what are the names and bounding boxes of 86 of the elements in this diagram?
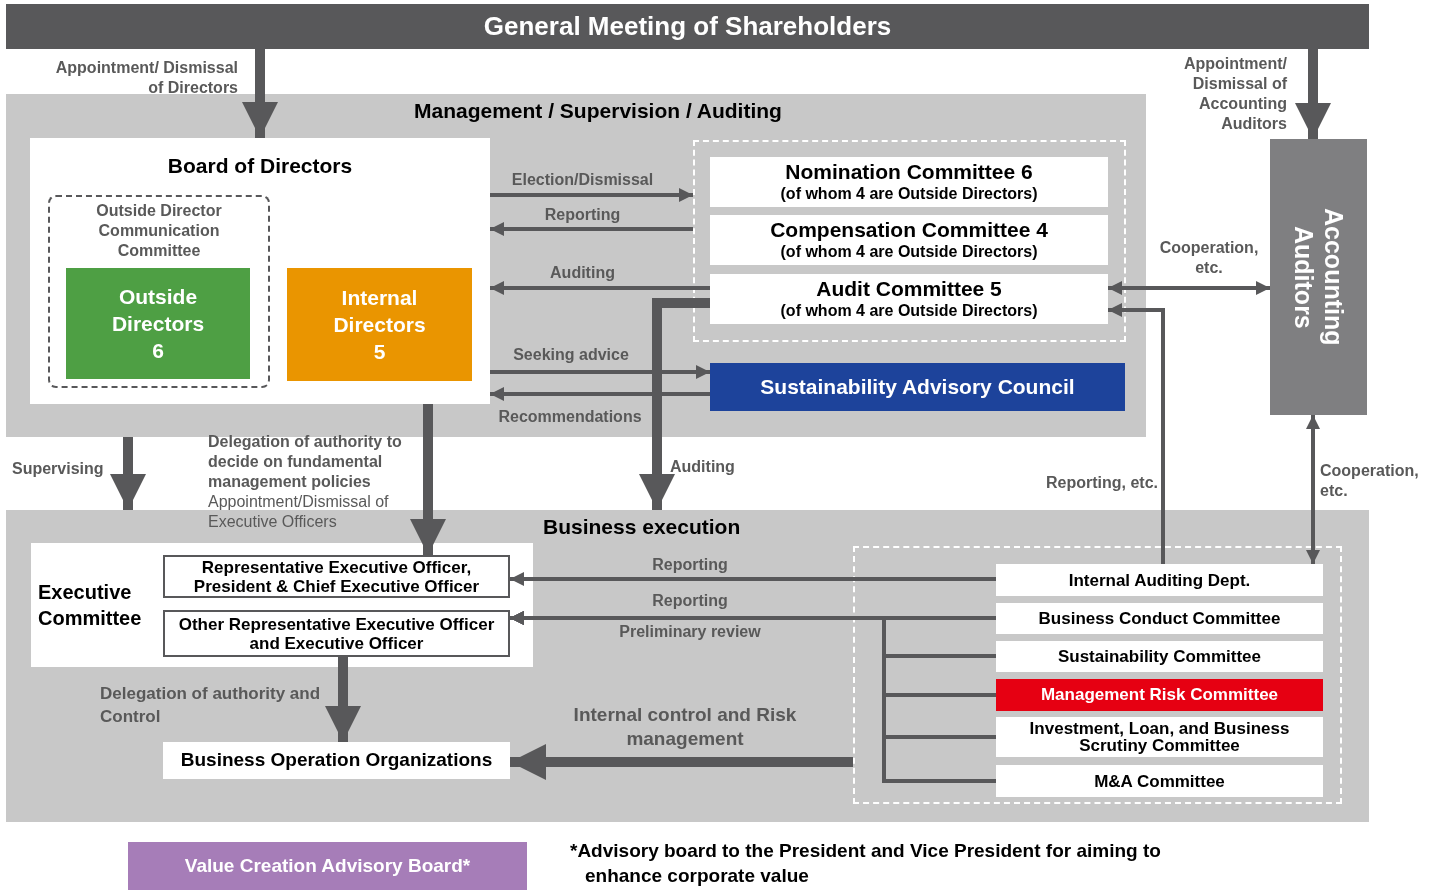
arrow	[1305, 415, 1321, 564]
edge-label: Reporting	[543, 205, 622, 225]
box-label: Sustainability Advisory Council	[760, 374, 1075, 401]
committee-box	[996, 717, 1323, 757]
box-label: Outside Directors 6	[110, 284, 206, 364]
arrow	[1108, 280, 1270, 296]
box-label: Accounting Auditors	[1288, 207, 1349, 348]
arrow	[510, 744, 853, 780]
edge-label: Appointment/ Dismissal of Accounting Auditors	[1182, 54, 1287, 134]
edge-label: Appointment/ Dismissal of Directors	[54, 58, 238, 98]
panel	[6, 510, 1369, 822]
board-box	[30, 138, 490, 404]
box-heading: Executive Committee	[38, 580, 143, 631]
edge-label: Election/Dismissal	[510, 170, 655, 190]
arrow	[490, 364, 710, 380]
box-label: Sustainability Committee	[1056, 648, 1263, 665]
auditor-box	[1270, 139, 1367, 415]
arrow	[490, 386, 710, 402]
committee-box	[996, 765, 1323, 797]
arrow	[325, 657, 361, 742]
box-label: Compensation Committee 4	[770, 218, 1048, 242]
box-heading: Board of Directors	[166, 153, 354, 179]
dashed-group-frame	[693, 140, 1126, 342]
committee-box	[996, 603, 1323, 634]
officer-box	[163, 555, 510, 598]
box-label: Management Risk Committee	[1040, 684, 1279, 707]
edge-label: Auditing	[549, 263, 616, 283]
box-label: Audit Committee 5	[816, 277, 1002, 301]
edge-label: Preliminary review	[618, 622, 762, 642]
box-label: Other Representative Executive Officer and Executive Officer	[177, 614, 496, 653]
edge-label: Cooperation, etc.	[1320, 461, 1420, 501]
box-label: (of whom 4 are Outside Directors)	[780, 184, 1038, 204]
box-label: Internal Auditing Dept.	[1067, 571, 1252, 589]
box-label: Business Operation Organizations	[180, 748, 493, 773]
officer-box	[163, 610, 510, 657]
member-box	[287, 268, 472, 381]
edge-label: Auditing	[670, 457, 736, 477]
committee-box	[996, 679, 1323, 711]
arrow	[1108, 302, 1165, 564]
edge-label: Cooperation, etc.	[1158, 238, 1260, 278]
panel-heading: Management / Supervision / Auditing	[414, 98, 782, 124]
committee-box	[710, 274, 1108, 324]
council-box	[710, 363, 1125, 411]
dashed-group-frame	[48, 195, 270, 388]
box-label: Representative Executive Officer, President & Chief Executive Officer	[192, 557, 481, 596]
box-label: Value Creation Advisory Board*	[184, 853, 471, 878]
title-text: General Meeting of Shareholders	[483, 10, 892, 43]
edge-label: Recommendations	[497, 407, 643, 427]
committee-box	[710, 215, 1108, 265]
arrow	[490, 280, 710, 296]
panel	[6, 94, 1146, 437]
committee-panel	[31, 543, 533, 667]
box-label: (of whom 4 are Outside Directors)	[780, 242, 1038, 262]
dashed-group-frame	[853, 546, 1342, 804]
arrow	[510, 571, 996, 587]
committee-box	[996, 641, 1323, 672]
box-label: Business Conduct Committee	[1037, 610, 1282, 627]
edge-label: Supervising	[12, 459, 105, 479]
organization-box	[163, 742, 510, 779]
arrow	[639, 298, 710, 510]
box-label: (of whom 4 are Outside Directors)	[780, 301, 1038, 321]
board-box	[128, 842, 527, 890]
edge-label: Reporting	[651, 555, 729, 575]
arrow	[1295, 49, 1331, 139]
edge-label: Internal control and Risk management	[572, 703, 798, 751]
edge-label: Seeking advice	[512, 345, 630, 365]
arrow	[110, 437, 146, 510]
arrow	[410, 404, 446, 555]
box-label: M&A Committee	[1093, 772, 1226, 790]
edge-label: Delegation of authority to decide on fundamental management policies Appointment/Dismissal of Executive Officers	[208, 432, 403, 532]
box-label: Nomination Committee 6	[785, 160, 1033, 184]
arrow	[490, 187, 693, 203]
committee-box	[710, 157, 1108, 207]
panel-heading: Business execution	[543, 514, 741, 540]
footnote: *Advisory board to the President and Vice President for aiming to enhance corporate value	[570, 839, 1162, 888]
edge-label: Reporting	[651, 591, 729, 611]
edge-label: Delegation of authority and Control	[100, 683, 322, 728]
box-label: Investment, Loan, and Business Scrutiny Committee	[1028, 720, 1291, 754]
edge-label: Reporting, etc.	[1045, 473, 1158, 493]
arrow	[490, 221, 693, 237]
title-bar	[6, 4, 1369, 49]
committee-box	[996, 564, 1323, 596]
box-label: Internal Directors 5	[332, 285, 427, 365]
member-box	[66, 268, 250, 379]
group-heading: Outside Director Communication Committee	[95, 201, 223, 261]
arrow	[242, 49, 278, 138]
